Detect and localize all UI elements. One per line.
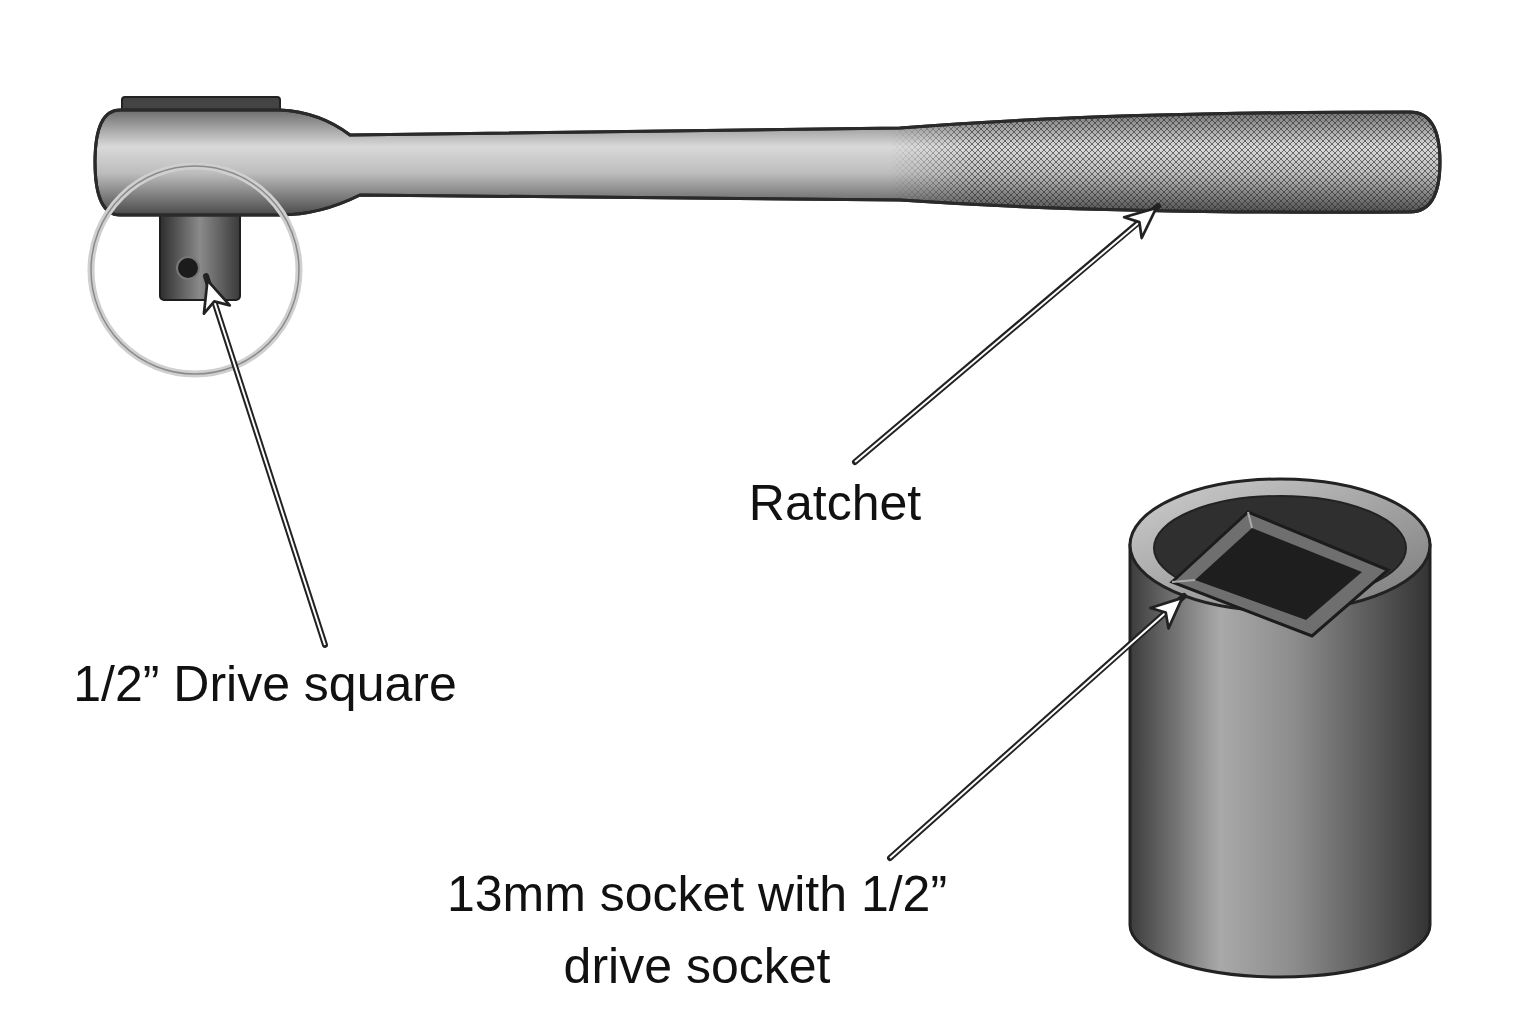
ratchet-body xyxy=(95,97,1450,230)
part-label: Ratchet xyxy=(680,467,990,539)
leader-line xyxy=(206,276,325,645)
part-label: 13mm socket with 1/2” drive socket xyxy=(437,858,957,1002)
leader-line xyxy=(855,206,1158,462)
highlight-ring xyxy=(91,166,299,374)
drive-square xyxy=(160,205,240,300)
socket xyxy=(1130,479,1430,977)
part-label: 1/2” Drive square xyxy=(10,648,520,720)
highlight-ring-edge xyxy=(91,166,299,374)
leader-line xyxy=(890,596,1184,858)
